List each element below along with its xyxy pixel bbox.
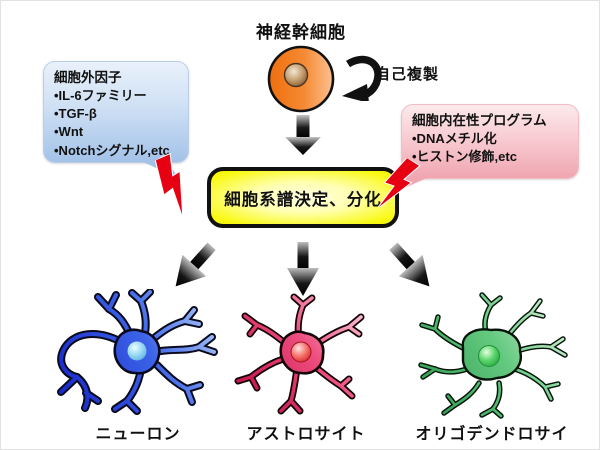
astrocyte-icon xyxy=(234,293,365,415)
self-renewal-arrow-icon xyxy=(342,55,382,101)
oligodendrocyte-label: オリゴデンドロサイト xyxy=(415,426,569,443)
branch-arrow-left-icon xyxy=(175,242,216,287)
decision-box-label: 細胞系譜決定、分化 xyxy=(224,190,382,209)
down-arrow-icon xyxy=(285,115,321,155)
self-renewal-label: 自己複製 xyxy=(375,66,440,83)
decision-box: 細胞系譜決定、分化 xyxy=(207,167,399,228)
branch-arrow-right-icon xyxy=(389,242,430,287)
neuron-icon xyxy=(57,289,218,415)
lightning-icon-right xyxy=(377,156,421,208)
astrocyte-label: アストロサイト xyxy=(246,426,366,443)
extrinsic-item: •Notchシグナル,etc xyxy=(54,142,170,158)
neuron-label: ニューロン xyxy=(95,426,181,443)
intrinsic-program-callout: 細胞内在性プログラム •DNAメチル化 •ヒストン修飾,etc xyxy=(401,104,579,179)
extrinsic-item: •TGF-β xyxy=(54,106,97,121)
extrinsic-callout-title: 細胞外因子 xyxy=(54,70,122,85)
branch-arrow-middle-icon xyxy=(287,242,319,296)
lightning-icon-left xyxy=(154,152,184,215)
extrinsic-item: •Wnt xyxy=(54,124,84,140)
oligodendrocyte-icon xyxy=(418,292,568,419)
intrinsic-callout-title: 細胞内在性プログラム xyxy=(412,113,547,128)
intrinsic-item: •DNAメチル化 xyxy=(412,130,497,146)
extrinsic-factors-callout: 細胞外因子 •IL-6ファミリー •TGF-β •Wnt •Notchシグナル,… xyxy=(43,61,189,163)
stem-cell-title: 神経幹細胞 xyxy=(256,23,346,42)
intrinsic-item: •ヒストン修飾,etc xyxy=(412,149,517,164)
extrinsic-item: •IL-6ファミリー xyxy=(54,87,147,103)
stem-cell-icon xyxy=(267,45,335,113)
